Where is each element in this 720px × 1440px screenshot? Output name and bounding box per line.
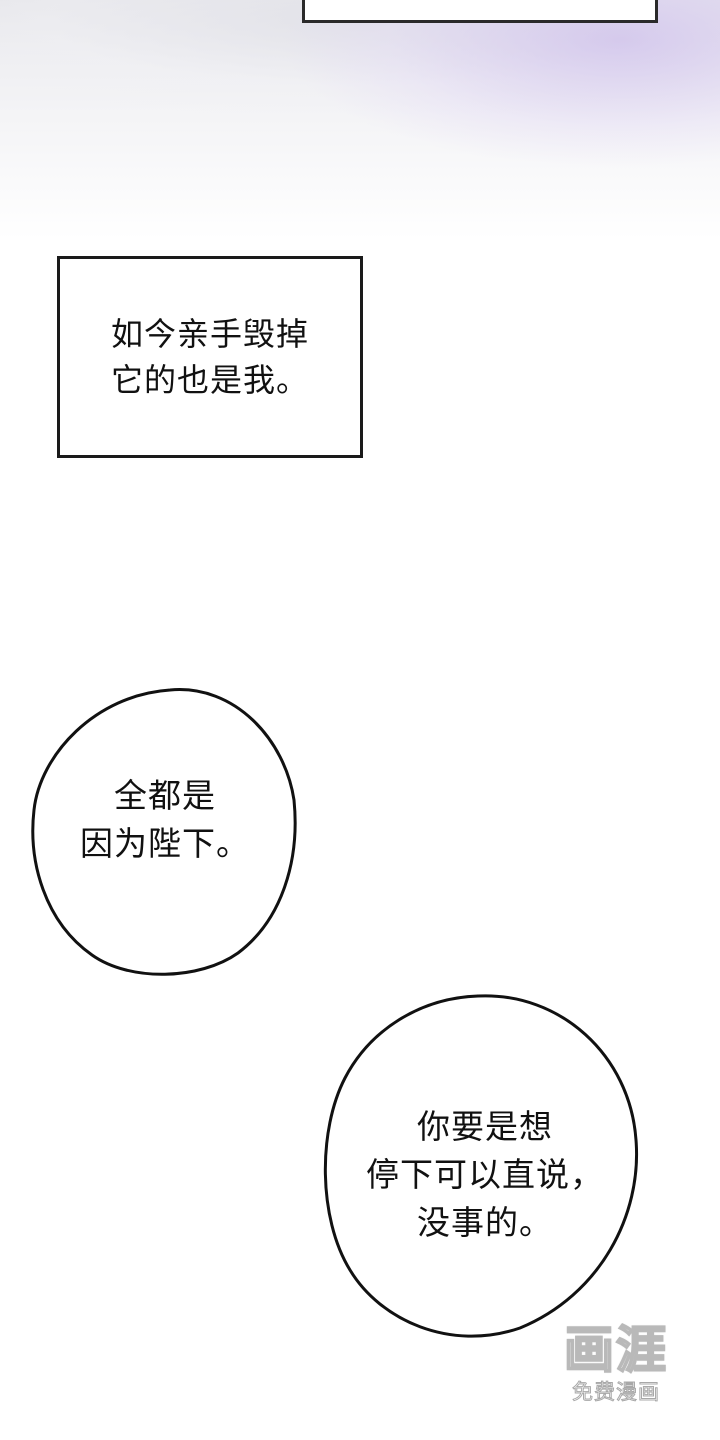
narration-text: 如今亲手毁掉 它的也是我。: [110, 314, 309, 399]
speech-bubble-2-text-area: 你要是想 停下可以直说， 没事的。: [340, 1080, 630, 1270]
background-haze: [0, 0, 720, 240]
speech-bubble-2-text: 你要是想 停下可以直说， 没事的。: [366, 1107, 604, 1242]
watermark-subtitle: 免费漫画: [572, 1380, 660, 1405]
narration-box: 如今亲手毁掉 它的也是我。: [57, 256, 363, 458]
speech-bubble-1-text-area: 全都是 因为陛下。: [50, 740, 280, 900]
speech-bubble-1-text: 全都是 因为陛下。: [80, 776, 250, 863]
watermark-logo: 画涯: [563, 1320, 668, 1380]
previous-panel-edge: [302, 0, 658, 23]
watermark: 画涯 免费漫画: [560, 1310, 700, 1420]
